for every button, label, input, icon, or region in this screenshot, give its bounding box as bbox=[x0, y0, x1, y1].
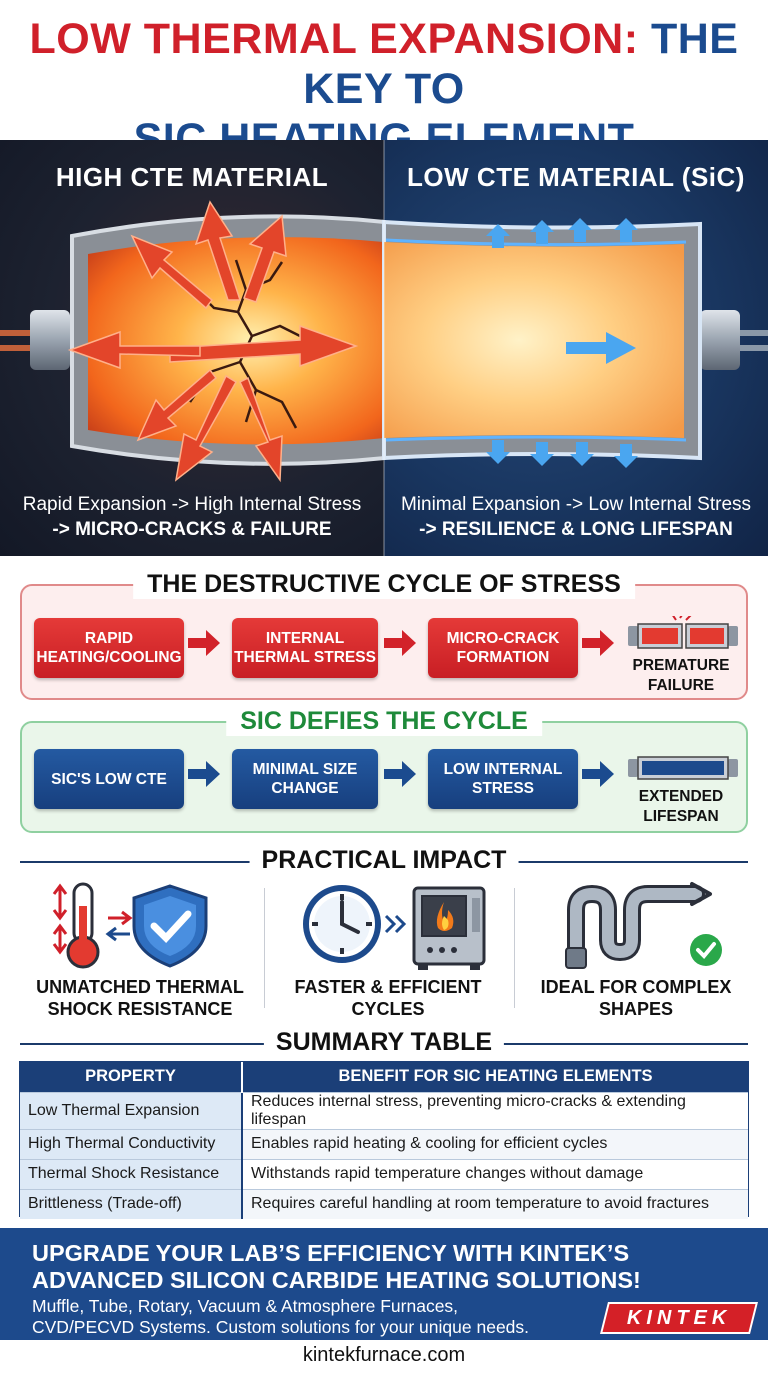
impact-label-complex-shapes: IDEAL FOR COMPLEX SHAPES bbox=[540, 977, 732, 1019]
heating-element-illustration bbox=[0, 200, 768, 483]
impact-complex-shapes: IDEAL FOR COMPLEX SHAPES bbox=[516, 880, 756, 1020]
broken-element-icon bbox=[628, 616, 738, 649]
bent-pipe-icon bbox=[565, 882, 712, 969]
cta-subtext-line-2: CVD/PECVD Systems. Custom solutions for … bbox=[32, 1317, 530, 1337]
cta-headline-line-2: ADVANCED SILICON CARBIDE HEATING SOLUTIO… bbox=[32, 1267, 641, 1293]
high-cte-caption: Rapid Expansion -> High Internal Stress … bbox=[0, 492, 384, 542]
title-red-part: LOW THERMAL EXPANSION: bbox=[29, 15, 639, 63]
low-cte-caption-line-1: Minimal Expansion -> Low Internal Stress bbox=[400, 494, 752, 515]
step-rapid-heating: RAPID HEATING/COOLING bbox=[34, 618, 184, 678]
logo-text: KINTEK bbox=[626, 1306, 732, 1329]
table-header-property: PROPERTY bbox=[20, 1062, 243, 1092]
summary-table-heading: SUMMARY TABLE bbox=[20, 1028, 748, 1058]
step-sic-low-cte: SiC'S LOW CTE bbox=[34, 749, 184, 809]
impact-separator bbox=[514, 888, 515, 1008]
chevron-right-icon bbox=[384, 914, 407, 934]
table-cell-property: Brittleness (Trade-off) bbox=[20, 1188, 243, 1219]
page-title: LOW THERMAL EXPANSION: THE KEY TO SiC HE… bbox=[0, 0, 768, 213]
thermometer-icon bbox=[52, 882, 100, 969]
hot-core-left bbox=[88, 237, 384, 445]
table-cell-benefit: Withstands rapid temperature changes wit… bbox=[242, 1158, 748, 1189]
table-header-benefit: BENEFIT FOR SiC HEATING ELEMENTS bbox=[242, 1062, 748, 1092]
panel-divider bbox=[383, 140, 385, 556]
impact-label-thermal-shock: UNMATCHED THERMAL SHOCK RESISTANCE bbox=[36, 977, 244, 1019]
high-cte-caption-line-2: -> MICRO-CRACKS & FAILURE bbox=[52, 519, 332, 540]
table-cell-benefit: Reduces internal stress, preventing micr… bbox=[242, 1091, 748, 1129]
intact-element-icon bbox=[628, 756, 738, 780]
destructive-cycle-panel: THE DESTRUCTIVE CYCLE OF STRESS RAPID HE… bbox=[20, 570, 748, 700]
impact-separator bbox=[264, 888, 265, 1008]
impact-thermal-shock: UNMATCHED THERMAL SHOCK RESISTANCE bbox=[20, 880, 260, 1020]
impact-faster-cycles: FASTER & EFFICIENT CYCLES bbox=[268, 880, 508, 1020]
summary-table-title: SUMMARY TABLE bbox=[263, 1028, 505, 1057]
practical-impact-heading: PRACTICAL IMPACT bbox=[20, 846, 748, 876]
high-cte-caption-line-1: Rapid Expansion -> High Internal Stress bbox=[22, 494, 362, 515]
table-row: Thermal Shock Resistance Withstands rapi… bbox=[20, 1158, 748, 1189]
table-row: Low Thermal Expansion Reduces internal s… bbox=[20, 1091, 748, 1129]
summary-table: PROPERTY BENEFIT FOR SiC HEATING ELEMENT… bbox=[20, 1062, 748, 1219]
website-link[interactable]: kintekfurnace.com bbox=[302, 1344, 466, 1366]
impact-label-faster-cycles: FASTER & EFFICIENT CYCLES bbox=[294, 977, 482, 1019]
step-internal-stress: INTERNAL THERMAL STRESS bbox=[232, 618, 378, 678]
kintek-logo[interactable]: KINTEK bbox=[600, 1302, 758, 1334]
check-circle-icon bbox=[690, 934, 722, 966]
practical-impact-section: UNMATCHED THERMAL SHOCK RESISTANCE bbox=[20, 880, 748, 1020]
step-micro-crack: MICRO-CRACK FORMATION bbox=[428, 618, 578, 678]
low-cte-caption: Minimal Expansion -> Low Internal Stress… bbox=[384, 492, 768, 542]
destructive-cycle-title: THE DESTRUCTIVE CYCLE OF STRESS bbox=[133, 570, 635, 599]
low-cte-heading: LOW CTE MATERIAL (SiC) bbox=[407, 162, 745, 192]
sic-cycle-panel: SiC DEFIES THE CYCLE SiC'S LOW CTE MINIM… bbox=[20, 707, 748, 833]
wire-left bbox=[0, 330, 40, 336]
cta-subtext-line-1: Muffle, Tube, Rotary, Vacuum & Atmospher… bbox=[32, 1296, 459, 1316]
hot-core-right bbox=[384, 242, 684, 438]
cta-banner: UPGRADE YOUR LAB’S EFFICIENCY WITH KINTE… bbox=[0, 1228, 768, 1340]
table-cell-property: Low Thermal Expansion bbox=[20, 1091, 243, 1129]
practical-impact-title: PRACTICAL IMPACT bbox=[249, 846, 519, 875]
low-cte-caption-line-2: -> RESILIENCE & LONG LIFESPAN bbox=[419, 519, 733, 540]
end-cap-right bbox=[700, 310, 740, 370]
wire-right bbox=[728, 330, 768, 336]
cta-headline-line-1: UPGRADE YOUR LAB’S EFFICIENCY WITH KINTE… bbox=[32, 1240, 630, 1266]
sic-cycle-title: SiC DEFIES THE CYCLE bbox=[226, 707, 542, 736]
extended-lifespan-label: EXTENDED LIFESPAN bbox=[638, 788, 724, 825]
table-cell-benefit: Requires careful handling at room temper… bbox=[242, 1188, 748, 1219]
premature-failure-label: PREMATURE FAILURE bbox=[632, 657, 730, 694]
minimal-expansion-arrows bbox=[486, 218, 638, 468]
step-minimal-size-change: MINIMAL SIZE CHANGE bbox=[232, 749, 378, 809]
table-cell-property: Thermal Shock Resistance bbox=[20, 1158, 243, 1189]
table-row: High Thermal Conductivity Enables rapid … bbox=[20, 1128, 748, 1159]
title-blue-part: THE KEY TO bbox=[303, 15, 739, 113]
cta-subtext: Muffle, Tube, Rotary, Vacuum & Atmospher… bbox=[32, 1296, 592, 1338]
cte-comparison-illustration: HIGH CTE MATERIAL LOW CTE MATERIAL (SiC)… bbox=[0, 140, 768, 556]
shield-check-icon bbox=[132, 884, 208, 968]
table-cell-property: High Thermal Conductivity bbox=[20, 1128, 243, 1159]
high-cte-heading: HIGH CTE MATERIAL bbox=[55, 162, 329, 192]
table-cell-benefit: Enables rapid heating & cooling for effi… bbox=[242, 1128, 748, 1159]
end-cap-left bbox=[30, 310, 70, 370]
exchange-arrows-icon bbox=[105, 910, 133, 942]
table-header-row: PROPERTY BENEFIT FOR SiC HEATING ELEMENT… bbox=[20, 1062, 748, 1092]
cta-headline: UPGRADE YOUR LAB’S EFFICIENCY WITH KINTE… bbox=[32, 1240, 752, 1294]
step-low-internal-stress: LOW INTERNAL STRESS bbox=[428, 749, 578, 809]
table-row: Brittleness (Trade-off) Requires careful… bbox=[20, 1188, 748, 1219]
furnace-icon bbox=[412, 886, 486, 970]
stress-arrows bbox=[67, 200, 359, 483]
clock-icon bbox=[303, 885, 381, 963]
